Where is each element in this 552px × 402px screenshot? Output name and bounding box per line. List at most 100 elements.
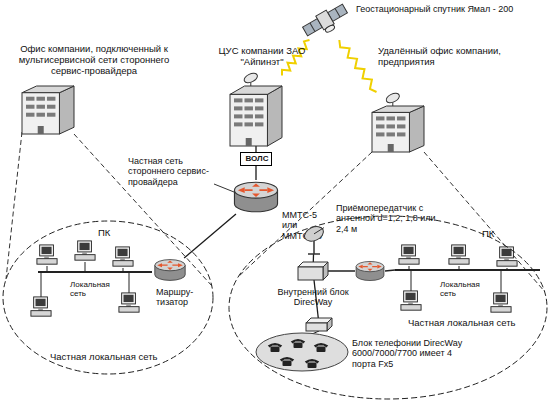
remote-office-building-part <box>376 124 384 128</box>
control-center-building-part <box>244 122 252 126</box>
remote-office-building-part <box>397 132 405 136</box>
pc-label: ПК <box>482 229 494 240</box>
phone-icon <box>268 343 282 352</box>
indoor-unit-part <box>298 267 323 280</box>
connector-line <box>313 254 315 262</box>
local-network-area-part <box>3 221 213 374</box>
control-center-building-part <box>230 94 267 146</box>
zoom-lines <box>6 132 545 292</box>
node-text: Частная локальная сеть <box>50 352 157 363</box>
router-symbol <box>356 261 384 280</box>
router: Маршру- тизатор <box>152 258 188 282</box>
control-center-building-part <box>230 86 282 94</box>
remote-office-building-part <box>372 106 424 152</box>
router-part <box>155 260 185 281</box>
office-building-shape <box>22 86 74 134</box>
phone-icon <box>305 359 319 368</box>
network-label: Частная сеть стороннего сервис-провайдер… <box>128 156 220 187</box>
control-center-building-part <box>230 86 282 146</box>
pc-icon <box>119 293 139 312</box>
pc-icon <box>399 245 419 264</box>
remote-office-building-part <box>397 124 405 128</box>
control-center-building-part <box>244 114 252 118</box>
node-text: Геостационарный спутник Ямал - 200 <box>356 4 513 14</box>
control-center-building-part <box>255 114 263 118</box>
node-text: ВОЛС <box>241 154 273 163</box>
pc-icon <box>31 297 51 316</box>
node-text: ЦУС компании ЗАО "Айпинэт" <box>218 46 306 68</box>
lan-label: Локальная сеть <box>70 280 112 298</box>
node-text: Внутренний блок DirecWay <box>262 287 364 308</box>
remote-office-building-part <box>385 91 401 104</box>
lan-bus <box>395 269 540 271</box>
control-center-building-part <box>246 138 252 146</box>
remote-office-building-part <box>376 116 384 120</box>
transceiver-antenna-part <box>302 224 326 244</box>
pc-icon <box>449 245 469 264</box>
telephony-unit-part <box>327 318 332 331</box>
connector-line <box>184 214 236 258</box>
transceiver-antenna-shape <box>302 224 326 254</box>
remote-office-building-part <box>372 112 409 152</box>
lan-bus <box>38 271 152 273</box>
control-center-building-part <box>255 98 263 102</box>
office-building-part <box>38 126 44 134</box>
indoor-unit: Внутренний блок DirecWay <box>298 262 328 280</box>
transceiver-antenna: Приёмопередатчик с антенной d=1,2, 1,8 и… <box>302 224 326 254</box>
phone-tray <box>256 333 348 371</box>
satellite: Геостационарный спутник Ямал - 200 <box>302 0 348 40</box>
control-center-building-part <box>244 106 252 110</box>
router-shape <box>152 258 188 282</box>
control-center-building-part <box>234 114 242 118</box>
node-text: Маршру- тизатор <box>156 287 198 308</box>
pc-icon <box>75 241 95 260</box>
control-center-building-part <box>267 86 282 146</box>
indoor-unit-part <box>323 262 328 280</box>
left-lan <box>31 241 152 316</box>
control-center-building-part <box>244 98 252 102</box>
satellite-part <box>335 8 340 17</box>
remote-office-building-part <box>397 116 405 120</box>
satellite-part <box>324 24 335 33</box>
node-text: Блок телефонии DirecWay 6000/7000/7700 и… <box>352 338 477 369</box>
node-text: Приёмопередатчик с антенной d=1,2, 1,8 и… <box>336 203 436 234</box>
lan-label: Локальная сеть <box>440 280 482 298</box>
remote-office-building: Удалённый офис компании, предприятия <box>372 92 424 152</box>
control-center-building-part <box>234 98 242 102</box>
phone-icon <box>314 343 328 352</box>
local-network-area-shape <box>228 215 548 400</box>
office-building-part <box>26 105 34 109</box>
remote-office-building-part <box>372 106 424 112</box>
pc-icon <box>401 291 421 310</box>
mmts-router-shape <box>232 180 280 214</box>
node-text: Частная локальная сеть <box>408 318 515 329</box>
satellite-part <box>301 2 351 43</box>
pc-label: ПК <box>98 228 110 239</box>
office-building-part <box>22 93 59 134</box>
phone-icon <box>280 357 294 366</box>
remote-office-building-part <box>386 116 394 120</box>
telephony-unit-part <box>306 323 327 331</box>
office-building-part <box>26 97 34 101</box>
office-building-part <box>22 86 74 134</box>
office-building-part <box>47 105 55 109</box>
office-building-part <box>36 97 44 101</box>
node-text: Удалённый офис компании, предприятия <box>378 46 503 68</box>
zoom-line <box>6 132 22 279</box>
node-text: Офис компании, подключенный к мультисерв… <box>14 44 174 77</box>
satellite-shape <box>302 0 348 40</box>
remote-office-building-shape <box>372 92 424 152</box>
leader-line <box>214 184 234 192</box>
phone-group <box>256 331 348 371</box>
control-center-building-part <box>255 122 263 126</box>
office-building-part <box>36 105 44 109</box>
fiber-link-box: ВОЛС <box>240 152 272 166</box>
remote-office-building-part <box>386 132 394 136</box>
office-building-part <box>36 113 44 117</box>
remote-office-building-part <box>388 144 394 152</box>
office-building-part <box>47 97 55 101</box>
pc-icon <box>113 247 133 266</box>
transceiver-antenna-part <box>314 228 324 234</box>
